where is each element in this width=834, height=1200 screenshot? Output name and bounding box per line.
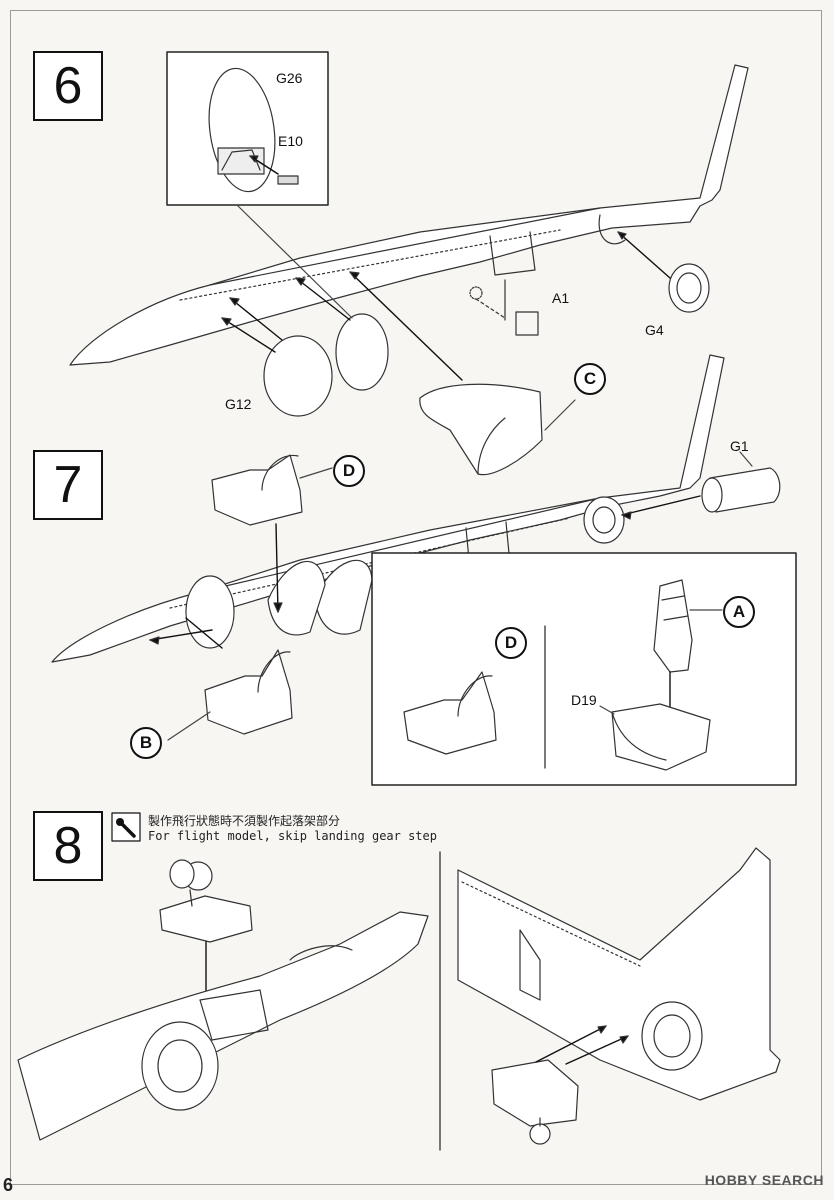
note-english: For flight model, skip landing gear step: [148, 829, 437, 843]
page-border: [10, 10, 822, 1185]
part-label-g12: G12: [225, 396, 252, 412]
fuselage-right-view: [457, 847, 781, 1101]
page-number: 6: [3, 1175, 14, 1195]
nose-gear-bay: [159, 895, 253, 943]
seat-tub-b: [204, 649, 293, 735]
main-gear-bay: [491, 1059, 579, 1127]
part-label-g4: G4: [645, 322, 664, 338]
seat-tub-d-top: [211, 454, 303, 526]
intake-assembly-c: [419, 383, 543, 476]
callout-c: C: [574, 363, 606, 395]
main-wheel: [529, 1123, 551, 1145]
fuselage-half-a1: [69, 64, 749, 366]
locator-pin: [469, 286, 483, 300]
fuselage-underside: [17, 911, 429, 1141]
exhaust-g1: [709, 467, 781, 513]
bulkhead-step7: [185, 575, 235, 649]
step-number-8: 8: [33, 811, 103, 881]
part-label-d19: D19: [571, 692, 597, 708]
ring-rear: [583, 496, 625, 544]
part-label-e10: E10: [278, 133, 303, 149]
part-label-g26: G26: [276, 70, 303, 86]
ejection-seat-a: [653, 579, 693, 673]
bulkhead-g12: [263, 335, 333, 417]
note-chinese: 製作飛行狀態時不須製作起落架部分: [148, 814, 341, 828]
part-label-a1: A1: [552, 290, 570, 306]
ring-g4: [668, 263, 710, 313]
inset-seat-d: [403, 671, 497, 755]
cockpit-tub-d19: [611, 703, 711, 771]
part-label-g1: G1: [730, 438, 749, 454]
callout-a: A: [723, 596, 755, 628]
warning-note-icon: [111, 812, 141, 842]
bulkhead-g-mid: [335, 313, 389, 391]
callout-d: D: [333, 455, 365, 487]
callout-b: B: [130, 727, 162, 759]
step-number-7: 7: [33, 450, 103, 520]
part-e10: [277, 175, 299, 185]
step-number-6: 6: [33, 51, 103, 121]
watermark-text: HOBBY SEARCH: [704, 1172, 824, 1188]
inset-callout-d: D: [495, 627, 527, 659]
